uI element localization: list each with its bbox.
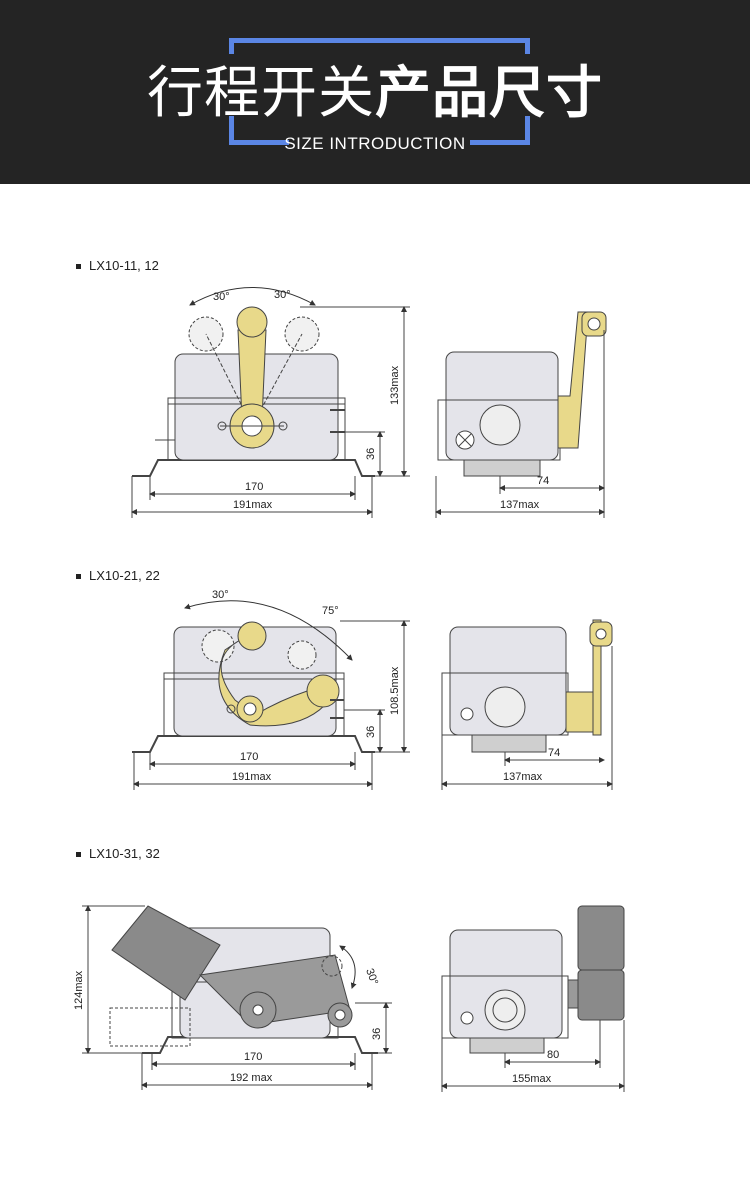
- section1-height-max: 133max: [389, 365, 401, 405]
- section1-depth-max: 137max: [500, 499, 540, 511]
- section1-front-view: [132, 287, 375, 477]
- section3-front-width-dims: [141, 1053, 373, 1090]
- section1-width-max: 191max: [233, 499, 273, 511]
- section2-side-view: [441, 619, 613, 753]
- title-bracket-top: [229, 38, 530, 54]
- model-label-3: LX10-31, 32: [76, 846, 160, 861]
- subtitle-line-right: [470, 140, 530, 145]
- section2-height-base: 36: [365, 726, 377, 738]
- section1-front-height-dims: [300, 306, 410, 477]
- section3-width-max: 192 max: [230, 1072, 273, 1084]
- model-name-1: LX10-11, 12: [89, 258, 159, 273]
- section1-angle-left: 30°: [213, 291, 230, 303]
- title-bracket-left: [229, 116, 234, 145]
- section2-front-height-dims: [340, 620, 410, 753]
- section2-front-view: [132, 600, 375, 753]
- section3-side-view: [441, 905, 625, 1054]
- section2-height-max: 108.5max: [389, 666, 401, 715]
- section3-height-base: 36: [371, 1028, 383, 1040]
- bullet-icon: [76, 852, 81, 858]
- model-label-2: LX10-21, 22: [76, 568, 160, 583]
- section3-front-height-dims: [82, 905, 392, 1054]
- section3-side-dims: [441, 1020, 625, 1092]
- section2-depth-inner: 74: [548, 747, 560, 759]
- bullet-icon: [76, 574, 81, 580]
- bullet-icon: [76, 264, 81, 270]
- section2-angle-right: 75°: [322, 605, 339, 617]
- page-subtitle: SIZE INTRODUCTION: [284, 134, 466, 153]
- section3-front-view: [109, 905, 378, 1054]
- section1-width-inner: 170: [245, 481, 263, 493]
- page-title: 行程开关产品尺寸: [0, 60, 750, 128]
- section2-side-dims: [441, 646, 613, 790]
- section2-width-max: 191max: [232, 771, 272, 783]
- section1-side-dims: [435, 330, 605, 518]
- model-name-2: LX10-21, 22: [89, 568, 160, 583]
- section1-depth-inner: 74: [537, 475, 549, 487]
- section3-height-max: 124max: [73, 970, 85, 1010]
- section2-front-width-dims: [133, 752, 373, 790]
- section3-depth-max: 155max: [512, 1073, 552, 1085]
- section2-width-inner: 170: [240, 751, 258, 763]
- section1-angle-right: 30°: [274, 289, 291, 301]
- subtitle-lines: [229, 128, 530, 148]
- title-thin: 行程开关: [147, 61, 375, 126]
- model-name-3: LX10-31, 32: [89, 846, 160, 861]
- header-banner: 行程开关产品尺寸 SIZE INTRODUCTION: [0, 0, 750, 184]
- section1-front-width-dims: [131, 476, 373, 518]
- title-bracket-right: [525, 116, 530, 145]
- section1-side-view: [437, 311, 607, 477]
- section2-angle-left: 30°: [212, 589, 229, 601]
- title-bold: 产品尺寸: [375, 61, 603, 126]
- section3-depth-inner: 80: [547, 1049, 559, 1061]
- subtitle-line-left: [229, 140, 289, 145]
- section2-depth-max: 137max: [503, 771, 543, 783]
- model-label-1: LX10-11, 12: [76, 258, 159, 273]
- section1-height-base: 36: [365, 448, 377, 460]
- section3-width-inner: 170: [244, 1051, 262, 1063]
- section3-angle: 30°: [363, 967, 380, 987]
